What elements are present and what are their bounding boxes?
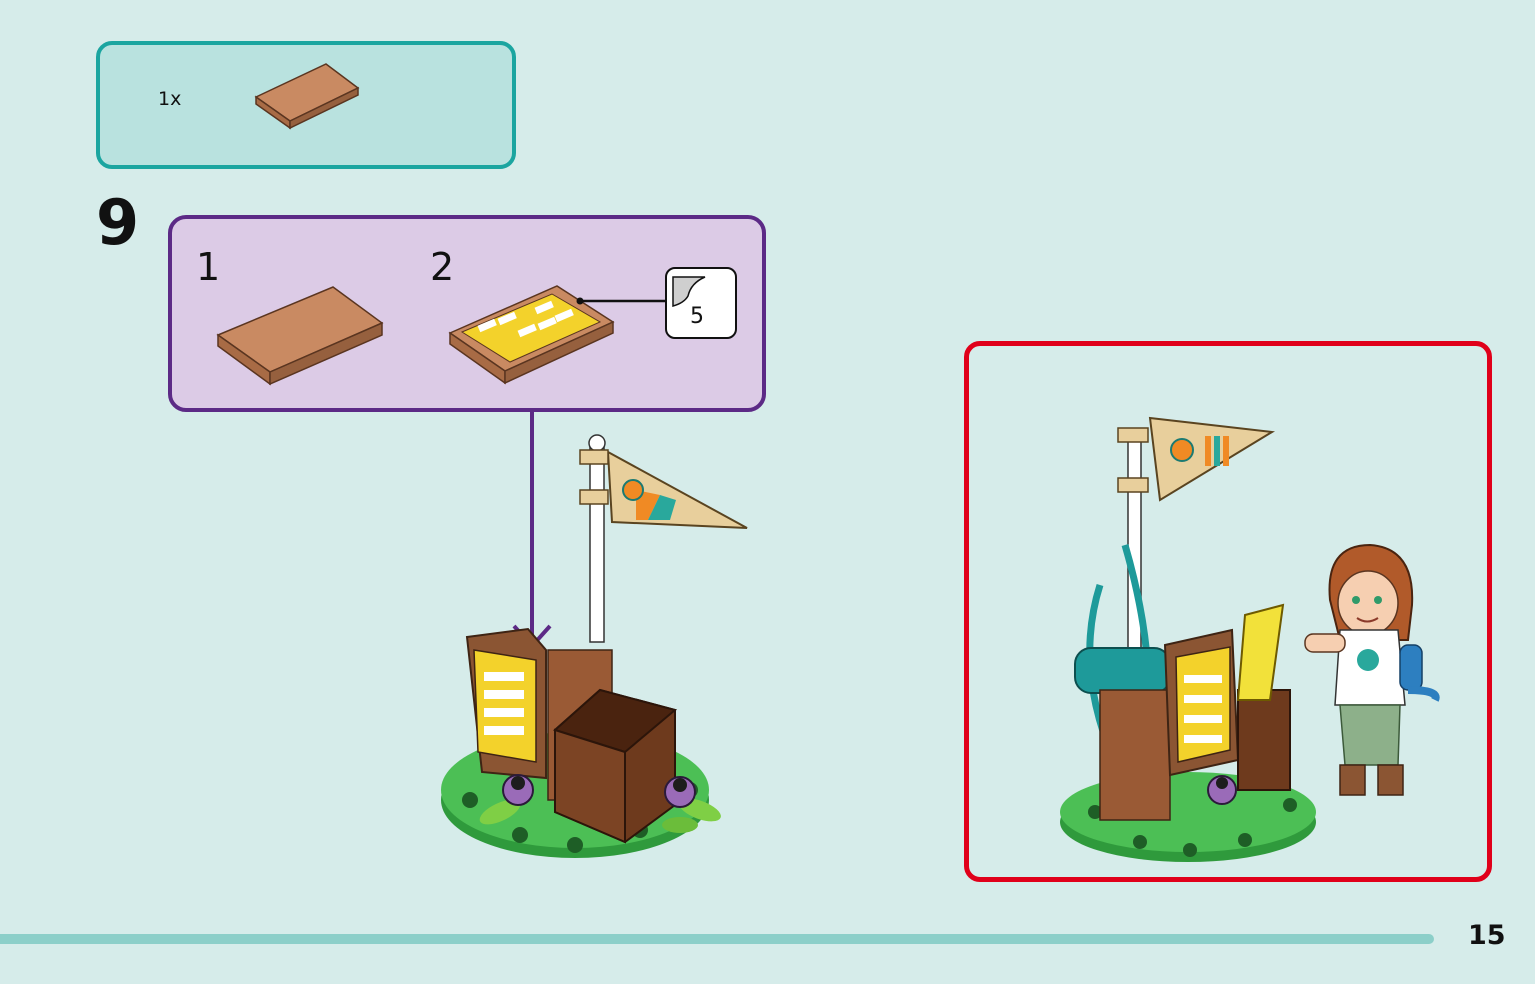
placement-arrow	[512, 412, 552, 649]
substep1-tile-icon	[216, 286, 384, 386]
step-model-illustration	[441, 434, 748, 858]
result-frame	[964, 341, 1492, 882]
step-number: 9	[96, 186, 140, 259]
parts-count-label: 1x	[158, 88, 182, 110]
page-number: 15	[1468, 920, 1506, 951]
sticker-number: 5	[690, 304, 704, 329]
result-model-illustration	[1060, 416, 1440, 862]
footer-line	[0, 934, 1434, 944]
substep-number-1: 1	[196, 245, 221, 289]
part-tile-icon	[254, 63, 360, 130]
substep2-scoreboard-tile	[448, 285, 666, 385]
sticker-curl-icon	[672, 276, 706, 307]
substep-number-2: 2	[430, 245, 455, 289]
